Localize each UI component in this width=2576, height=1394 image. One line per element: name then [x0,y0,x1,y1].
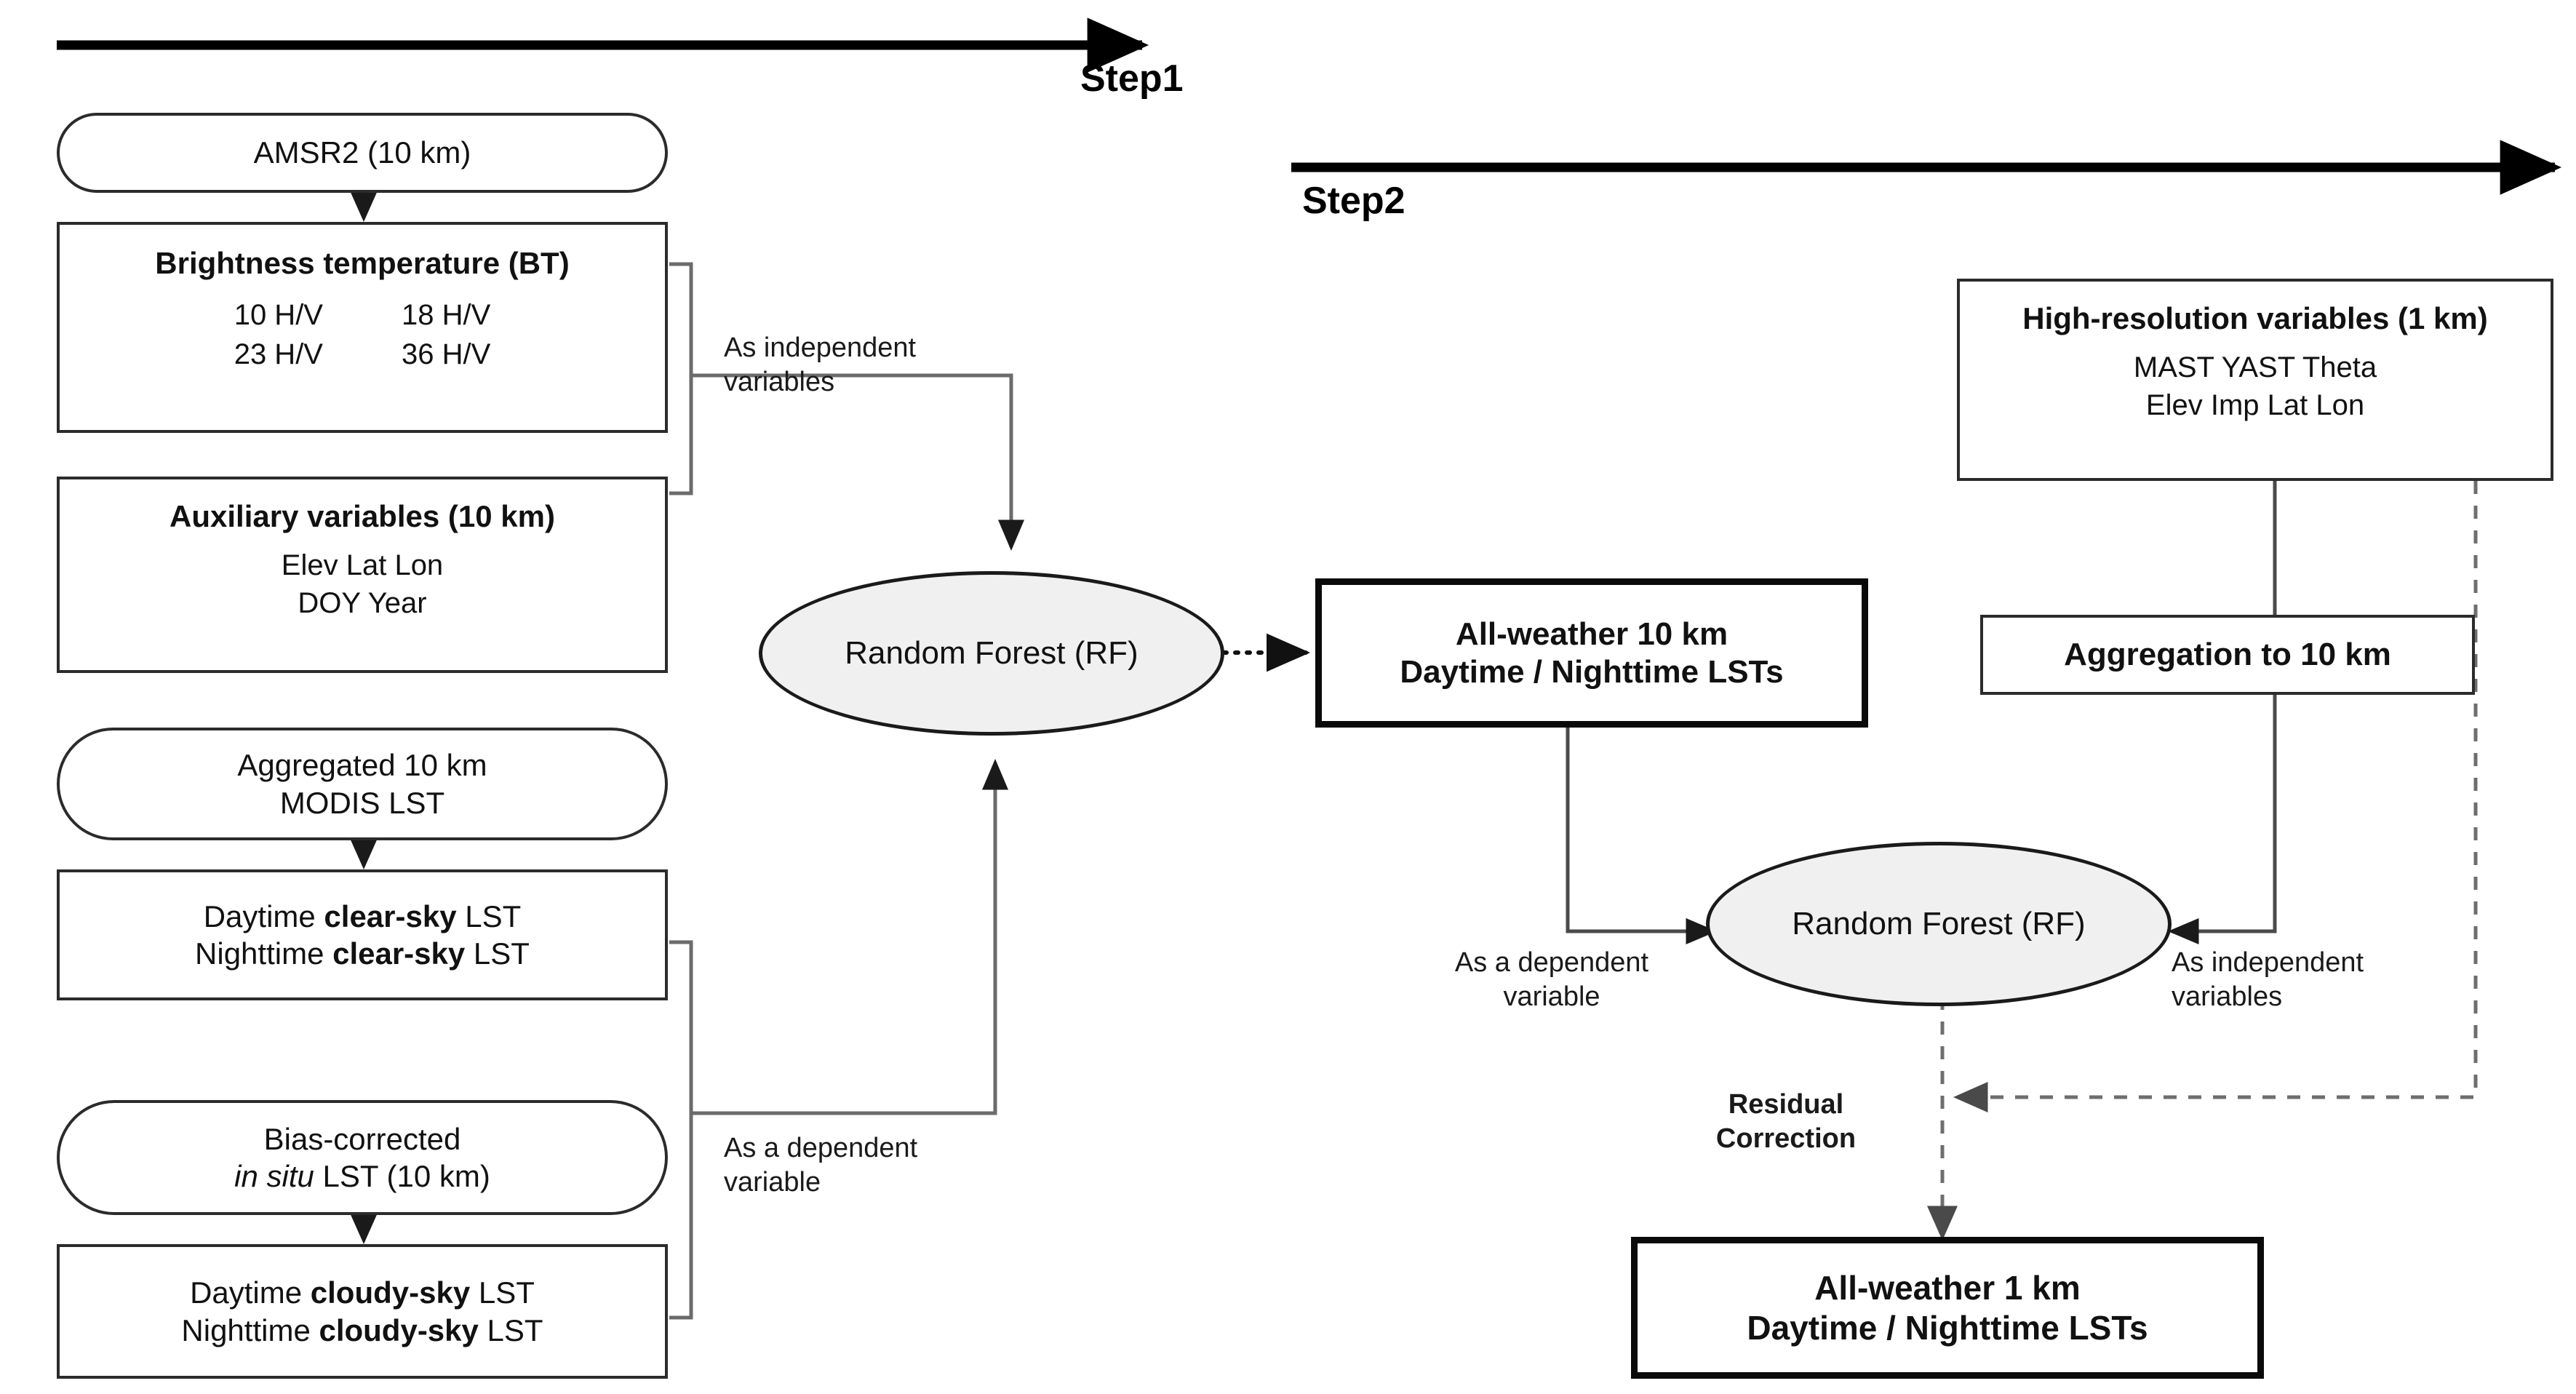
node-high-resolution-variables[interactable]: High-resolution variables (1 km) MAST YA… [1957,279,2553,481]
step1-label: Step1 [1080,57,1184,100]
hires-title: High-resolution variables (1 km) [2022,301,2488,335]
clearsky-line2: Nighttime clear-sky LST [195,936,530,971]
node-cloudy-sky-lst[interactable]: Daytime cloudy-sky LST Nighttime cloudy-… [57,1244,668,1379]
edge-label-dependent-step2: As a dependent variable [1454,947,1649,1013]
step2-label: Step2 [1302,180,1405,222]
aux-line2: DOY Year [298,587,427,620]
rf2-text: Random Forest (RF) [1792,906,2086,942]
node-random-forest-step2[interactable]: Random Forest (RF) [1706,842,2172,1006]
bt-row1-left: 10 H/V [234,298,323,331]
aux-title: Auxiliary variables (10 km) [170,499,555,533]
cloudysky-line2: Nighttime cloudy-sky LST [181,1313,543,1347]
bt-row2-right: 36 H/V [402,338,491,371]
clearsky-line1: Daytime clear-sky LST [203,899,522,933]
aw10-line2: Daytime / Nighttime LSTs [1400,653,1784,690]
node-amsr2[interactable]: AMSR2 (10 km) [57,113,668,193]
edge-label-independent-step2: As independent variables [2172,947,2364,1013]
hires-line1: MAST YAST Theta [2133,351,2377,383]
edge-highres-to-aggregation-to-rf2 [2168,481,2277,944]
aux-line1: Elev Lat Lon [281,549,444,581]
bt-title: Brightness temperature (BT) [155,246,570,280]
edge-label-dependent-step1: As a dependent variable [724,1133,918,1198]
cloudysky-line1: Daytime cloudy-sky LST [190,1275,535,1310]
edge-label-residual-correction: Residual Correction [1715,1089,1857,1155]
edge-allweather10km-to-rf2 [1566,728,1717,945]
node-all-weather-1km[interactable]: All-weather 1 km Daytime / Nighttime LST… [1631,1237,2264,1379]
insitu-line2: in situ LST (10 km) [234,1159,490,1193]
bracket-independent-step1 [669,262,693,495]
node-bias-corrected-insitu-lst[interactable]: Bias-corrected in situ LST (10 km) [57,1100,668,1215]
hires-line2: Elev Imp Lat Lon [2145,389,2365,422]
node-brightness-temperature[interactable]: Brightness temperature (BT) 10 H/V 18 H/… [57,222,668,433]
node-clear-sky-lst[interactable]: Daytime clear-sky LST Nighttime clear-sk… [57,869,668,1000]
node-auxiliary-variables[interactable]: Auxiliary variables (10 km) Elev Lat Lon… [57,477,668,673]
node-aggregation-to-10km[interactable]: Aggregation to 10 km [1980,615,2475,695]
aggregation-text: Aggregation to 10 km [2064,637,2391,673]
amsr2-text: AMSR2 (10 km) [253,135,471,170]
edge-dependent-step1-to-rf [691,759,1009,1115]
edge-label-independent-step1: As independent variables [724,332,917,398]
aw1-line2: Daytime / Nighttime LSTs [1747,1308,2148,1347]
node-random-forest-step1[interactable]: Random Forest (RF) [759,571,1224,736]
rf1-text: Random Forest (RF) [845,635,1139,672]
modis-line2: MODIS LST [279,785,445,820]
node-all-weather-10km[interactable]: All-weather 10 km Daytime / Nighttime LS… [1315,578,1868,728]
edge-independent-step1-to-rf [691,373,1024,551]
aw10-line1: All-weather 10 km [1455,616,1728,652]
insitu-line1: Bias-corrected [263,1121,461,1156]
node-aggregated-modis-lst[interactable]: Aggregated 10 km MODIS LST [57,728,668,840]
modis-line1: Aggregated 10 km [237,748,487,783]
aw1-line1: All-weather 1 km [1814,1269,2081,1307]
bt-row2-left: 23 H/V [234,338,323,371]
bracket-dependent-step1 [669,940,693,1320]
bt-row1-right: 18 H/V [402,298,491,331]
